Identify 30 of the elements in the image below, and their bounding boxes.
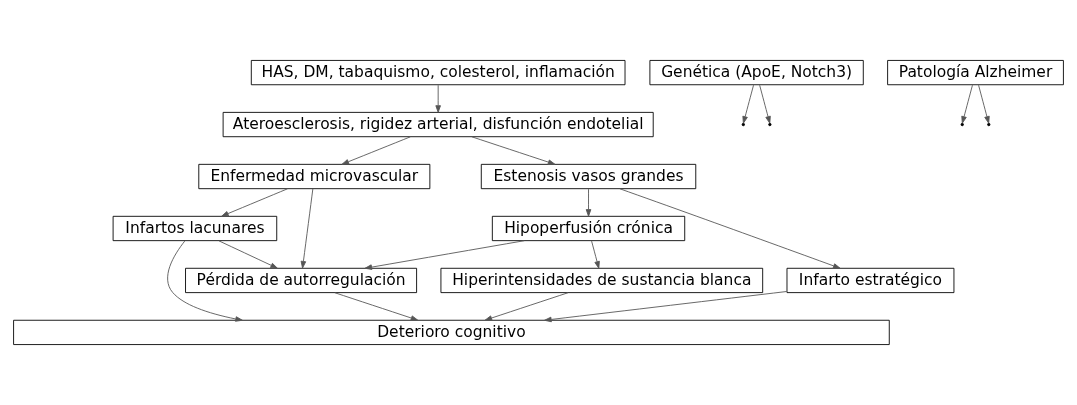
arrow [364, 240, 525, 270]
node-box: Infartos lacunares [112, 215, 278, 242]
arrow [961, 84, 973, 124]
node-box: Deterioro cognitivo [13, 319, 890, 345]
arrow [300, 188, 314, 269]
node-box: Patología Alzheimer [887, 60, 1064, 86]
arrow [759, 84, 771, 124]
node-box: Hiperintensidades de sustancia blanca [440, 267, 764, 294]
node-box: Hipoperfusión crónica [491, 215, 686, 242]
node-box: HAS, DM, tabaquismo, colesterol, inflamación [250, 60, 626, 86]
arrow [591, 240, 600, 269]
arrow [742, 84, 754, 124]
node-box: Infarto estratégico [786, 267, 955, 294]
arrow [978, 84, 990, 124]
arrow [435, 84, 441, 113]
arrow [221, 188, 288, 217]
arrow [471, 136, 556, 165]
node-box: Estenosis vasos grandes [480, 163, 697, 190]
arrow [585, 188, 592, 217]
arrow [167, 240, 243, 322]
arrow [334, 292, 419, 321]
arrow [484, 292, 569, 321]
arrow [619, 188, 841, 269]
arrow [544, 291, 788, 323]
node-box: Ateroesclerosis, rigidez arterial, disfunción endotelial [222, 111, 654, 138]
arrow [218, 240, 278, 269]
node-box: Pérdida de autorregulación [185, 267, 418, 294]
arrow [341, 136, 411, 165]
node-box: Enfermedad microvascular [198, 163, 431, 190]
node-box: Genética (ApoE, Notch3) [649, 60, 864, 86]
